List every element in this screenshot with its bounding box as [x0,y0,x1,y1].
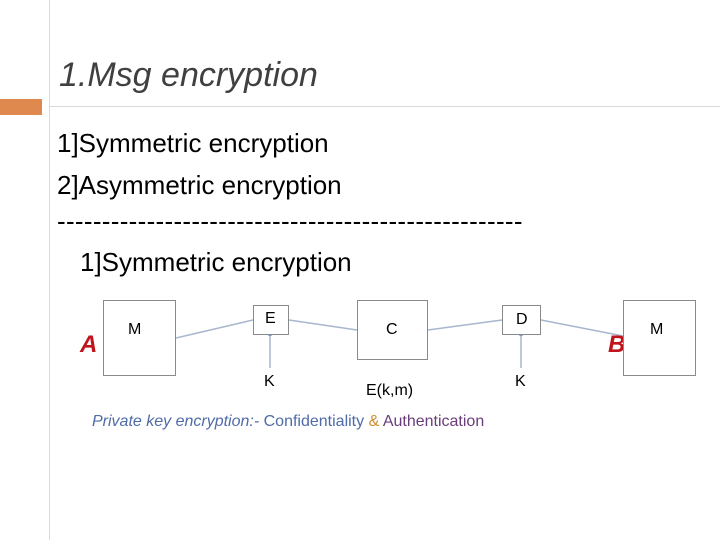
cipher-box: C [357,300,428,360]
accent-bar [0,99,42,115]
connector-m-to-e [175,319,254,339]
vertical-rule [49,0,50,540]
decrypt-key: K [515,373,526,390]
caption-part1: Private key encryption:- [92,413,264,430]
encrypt-label: E [265,310,276,327]
caption-ampersand: & [368,413,380,430]
line-symmetric: 1]Symmetric encryption [57,128,329,158]
connector-d-to-m [540,319,624,337]
receiver-label: B [608,331,626,358]
sender-message: M [128,321,142,338]
decrypt-label: D [516,311,528,328]
line-asymmetric: 2]Asymmetric encryption [57,170,342,200]
receiver-message: M [650,321,664,338]
caption-part3: Authentication [379,413,485,430]
connector-c-to-d [427,319,503,331]
separator-line: ----------------------------------------… [57,206,523,236]
horizontal-rule [49,106,720,107]
decrypt-box: D [502,305,541,335]
cipher-label: C [386,321,398,338]
caption-part2: Confidentiality [263,413,369,430]
receiver-box: M [623,300,696,376]
subheading: 1]Symmetric encryption [80,247,352,277]
sender-label: A [80,331,98,358]
sender-box: M [103,300,176,376]
connector-e-to-c [288,319,358,331]
cipher-formula: E(k,m) [366,382,414,399]
caption: Private key encryption:- Confidentiality… [92,413,484,431]
encrypt-key: K [264,373,275,390]
encrypt-box: E [253,305,289,335]
slide-title: 1.Msg encryption [59,56,318,94]
